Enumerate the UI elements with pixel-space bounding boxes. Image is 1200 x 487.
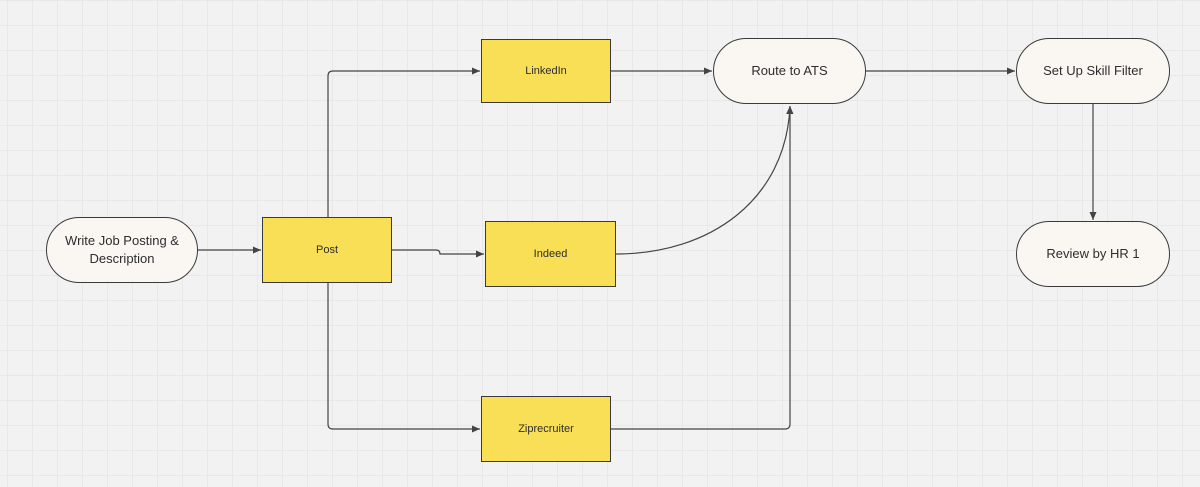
node-write-job-posting-label: Write Job Posting & Description bbox=[65, 233, 179, 266]
node-post-label: Post bbox=[315, 243, 338, 256]
node-set-up-skill-filter[interactable]: Set Up Skill Filter bbox=[1016, 38, 1170, 104]
node-route-to-ats[interactable]: Route to ATS bbox=[713, 38, 866, 104]
edge-post-to-linkedin[interactable] bbox=[327, 67, 480, 217]
edge-post-to-indeed[interactable] bbox=[392, 249, 484, 258]
node-post[interactable]: Post bbox=[262, 217, 392, 283]
node-route-to-ats-label: Route to ATS bbox=[751, 63, 828, 79]
node-review-by-hr[interactable]: Review by HR 1 bbox=[1016, 221, 1170, 287]
node-linkedin[interactable]: LinkedIn bbox=[481, 39, 611, 103]
node-set-up-skill-filter-label: Set Up Skill Filter bbox=[1043, 63, 1143, 79]
node-linkedin-label: LinkedIn bbox=[525, 64, 567, 77]
node-indeed-label: Indeed bbox=[533, 247, 568, 260]
node-write-job-posting[interactable]: Write Job Posting & Description bbox=[46, 217, 198, 283]
edge-ziprecruiter-to-route-ats[interactable] bbox=[611, 106, 794, 430]
node-indeed[interactable]: Indeed bbox=[485, 221, 616, 287]
edge-post-to-ziprecruiter[interactable] bbox=[327, 283, 480, 433]
node-ziprecruiter[interactable]: Ziprecruiter bbox=[481, 396, 611, 462]
edge-indeed-to-route-ats[interactable] bbox=[615, 105, 794, 255]
node-ziprecruiter-label: Ziprecruiter bbox=[518, 422, 574, 435]
node-review-by-hr-label: Review by HR 1 bbox=[1046, 246, 1140, 262]
